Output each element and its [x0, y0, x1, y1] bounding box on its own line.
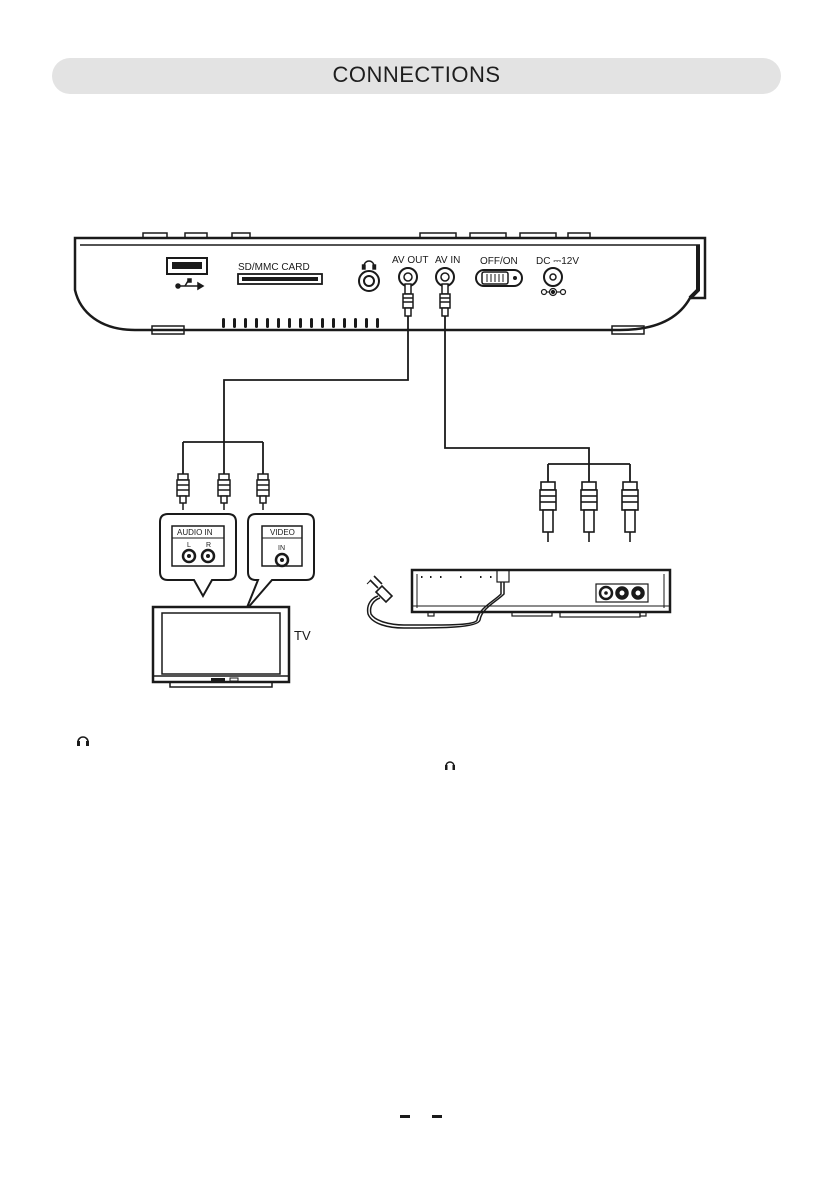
player-side-panel: SD/MMC CARD AV OUT AV IN OFF/ON DC ⎓12V [75, 233, 705, 334]
av-out-label: AV OUT [392, 255, 428, 266]
audio-in-label: AUDIO IN [177, 528, 213, 537]
video-in-label: IN [278, 545, 285, 552]
av-out-plug [403, 284, 413, 316]
source-device [412, 570, 670, 617]
headphone-icon [444, 758, 456, 771]
page-number-left-dash [400, 1115, 410, 1118]
av-in-cable [445, 316, 630, 482]
tv-video-in-callout: VIDEO IN [246, 514, 314, 610]
rca-plug-middle [218, 474, 230, 510]
source-rca-jacks [596, 584, 648, 602]
tv-audio-in-callout: AUDIO IN L R [160, 514, 236, 596]
audio-left-label: L [187, 542, 191, 549]
av-in-label: AV IN [435, 255, 460, 266]
audio-right-label: R [206, 542, 211, 549]
rca-plug-left [177, 474, 189, 510]
av-out-cable [183, 316, 408, 474]
dc-input-label: DC ⎓12V [536, 256, 579, 267]
rca-plug-right [257, 474, 269, 510]
source-rca-plug-3 [622, 482, 638, 542]
sd-card-label: SD/MMC CARD [238, 262, 310, 273]
page-number-right-dash [432, 1115, 442, 1118]
source-rca-plug-1 [540, 482, 556, 542]
av-in-plug [440, 284, 450, 316]
headphone-icon [76, 733, 90, 747]
ventilation-slots [222, 318, 379, 328]
power-switch-label: OFF/ON [480, 256, 518, 267]
video-label: VIDEO [270, 528, 295, 537]
tv-illustration [153, 607, 289, 687]
source-rca-plug-2 [581, 482, 597, 542]
tv-label: TV [294, 628, 311, 643]
